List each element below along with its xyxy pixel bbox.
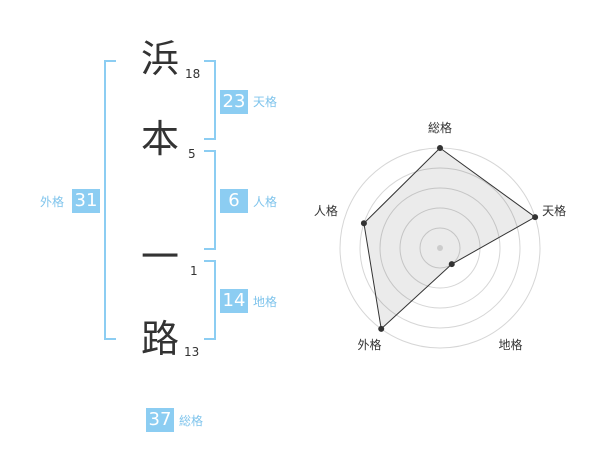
radar-axis-label: 天格	[542, 203, 566, 218]
radar-axis-label: 地格	[499, 337, 523, 352]
radar-grid-ring	[359, 167, 521, 329]
chikaku-label: 地格	[253, 295, 278, 309]
name-char-4: 路	[140, 317, 179, 361]
radar-point	[437, 145, 443, 151]
name-char-2: 本	[140, 117, 179, 161]
radar-axis-label: 外格	[357, 337, 381, 352]
gaikaku-value: 31	[74, 190, 98, 211]
radar-point	[532, 214, 539, 221]
stroke-count-1: 18	[185, 67, 201, 81]
radar-point	[360, 220, 367, 227]
jinkaku-label: 人格	[253, 195, 278, 209]
radar-point	[448, 261, 455, 268]
stroke-count-4: 13	[184, 345, 200, 359]
chikaku-bracket	[204, 260, 216, 340]
gaikaku-label: 外格	[40, 195, 65, 209]
radar-grid-ring	[379, 187, 501, 309]
stroke-count-2: 5	[188, 147, 196, 161]
radar-points	[360, 145, 539, 332]
soukaku-value: 37	[148, 409, 172, 430]
tenkaku-label: 天格	[253, 95, 278, 109]
radar-axis-label: 総格	[428, 120, 452, 135]
name-char-3: 一	[140, 235, 179, 279]
tenkaku-badge: 23	[220, 90, 248, 114]
tenkaku-value: 23	[222, 91, 246, 112]
gaikaku-bracket	[104, 60, 116, 340]
chikaku-badge: 14	[220, 289, 248, 313]
stroke-count-3: 1	[190, 264, 198, 278]
radar-axis-label: 人格	[314, 203, 338, 218]
radar-point	[378, 325, 385, 332]
radar-center-dot	[437, 245, 443, 251]
jinkaku-value: 6	[228, 190, 240, 211]
radar-grid-ring	[419, 227, 461, 269]
jinkaku-bracket	[204, 150, 216, 250]
name-char-1: 浜	[140, 37, 179, 81]
soukaku-label: 総格	[179, 414, 204, 428]
radar-area	[363, 147, 537, 330]
jinkaku-badge: 6	[220, 189, 248, 213]
soukaku-badge: 37	[146, 408, 174, 432]
chikaku-value: 14	[222, 290, 246, 311]
gaikaku-badge: 31	[72, 189, 100, 213]
tenkaku-bracket	[204, 60, 216, 140]
